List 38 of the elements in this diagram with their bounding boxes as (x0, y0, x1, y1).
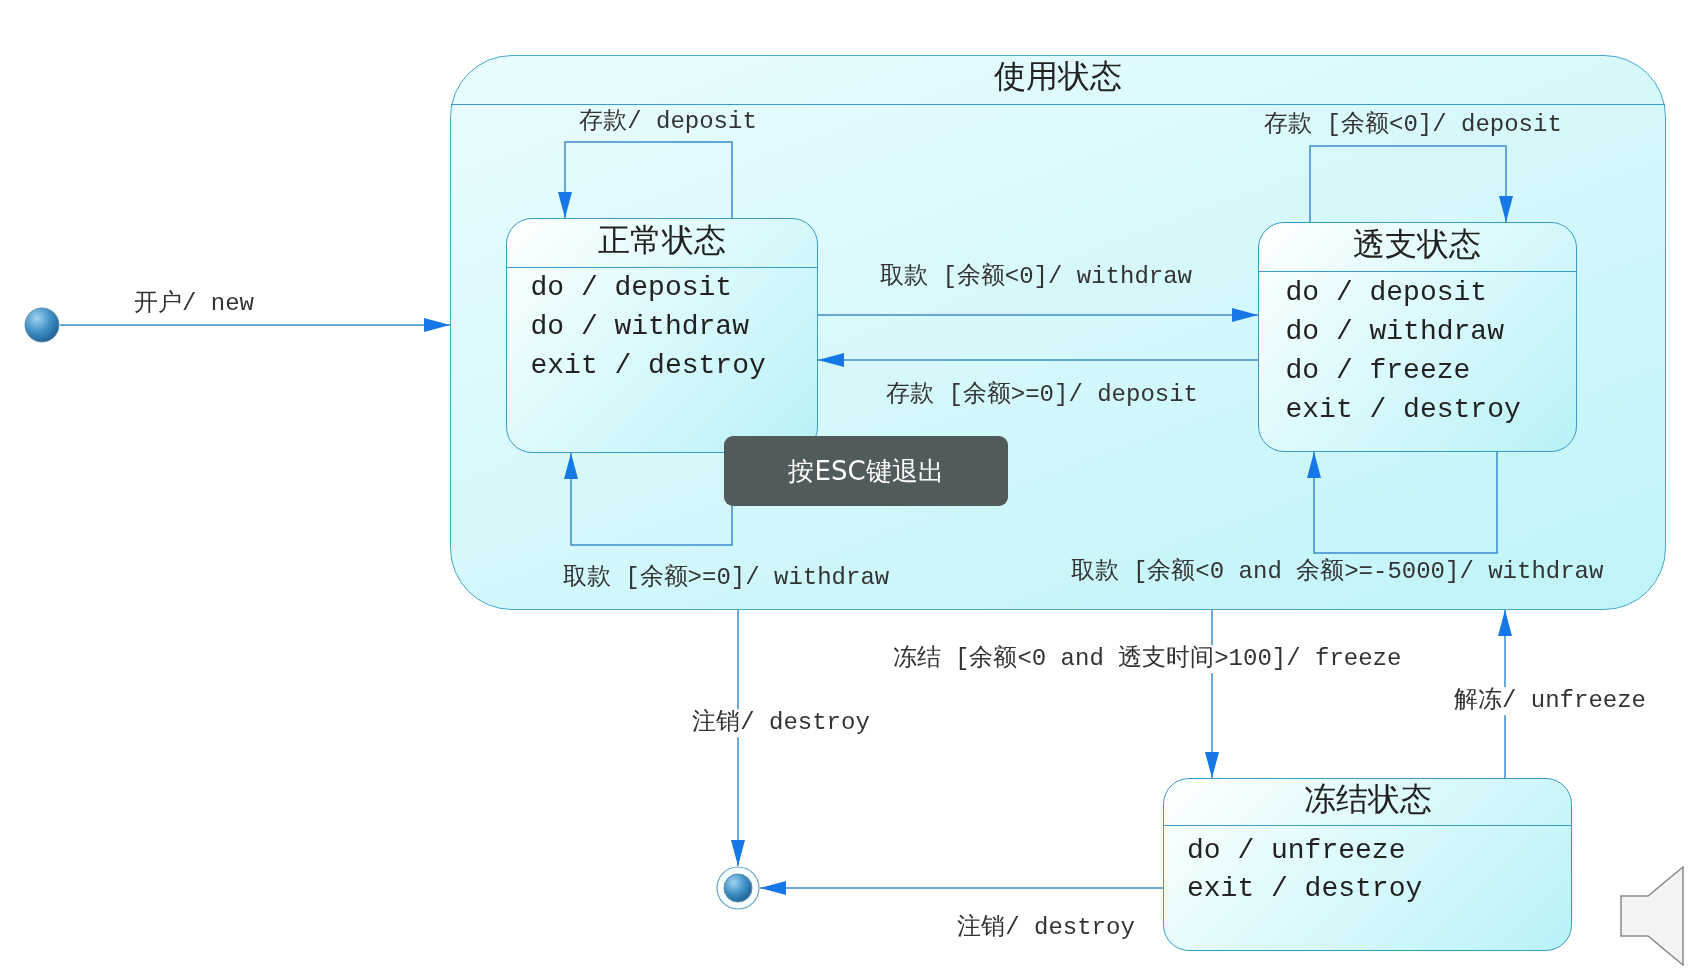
transition-arrow (1307, 451, 1498, 554)
state-box (1257, 221, 1577, 452)
state-activity: do / unfreeze (1187, 834, 1406, 868)
state-activity: do / freeze (1285, 355, 1471, 388)
transition-arrow (759, 881, 1164, 895)
transition-arrow (731, 609, 745, 867)
transition-label: 取款 [余额<0 and 余额>=-5000]/ withdraw (1070, 558, 1604, 586)
state-activity: do / deposit (530, 271, 733, 304)
transition-label: 解冻/ unfreeze (1452, 687, 1648, 715)
state-activity: exit / destroy (1187, 872, 1423, 906)
final-state (716, 866, 760, 910)
state-box (1163, 778, 1572, 951)
state-activity: exit / destroy (530, 349, 766, 382)
transition-label: 存款/ deposit (579, 108, 757, 136)
transition-arrow (1309, 145, 1513, 223)
transition-label: 开户/ new (134, 290, 254, 318)
transition-arrow (817, 308, 1259, 322)
state-box (505, 217, 818, 453)
state-activity: exit / destroy (1285, 394, 1521, 427)
transition-label: 存款 [余额>=0]/ deposit (886, 381, 1198, 409)
transition-label: 存款 [余额<0]/ deposit (1264, 111, 1562, 139)
state-activity: do / withdraw (1285, 315, 1504, 348)
state-activity: do / deposit (1285, 276, 1488, 309)
initial-state (24, 307, 60, 343)
state-name: 使用状态 (994, 60, 1122, 98)
state-activity: do / withdraw (530, 310, 749, 343)
exit-hint-banner: 按ESC键退出 (724, 436, 1008, 506)
state-name: 冻结状态 (1303, 783, 1432, 821)
state-name: 透支状态 (1353, 228, 1481, 265)
transition-label: 注销/ destroy (957, 914, 1135, 942)
state-name: 正常状态 (597, 224, 726, 261)
transition-arrow (59, 318, 451, 332)
transition-label: 取款 [余额<0]/ withdraw (880, 263, 1192, 291)
transition-arrow (558, 141, 733, 219)
composite-state-box (450, 55, 1666, 610)
transition-label: 注销/ destroy (690, 709, 872, 737)
transition-label: 取款 [余额>=0]/ withdraw (562, 564, 890, 592)
transition-arrow (817, 353, 1259, 367)
